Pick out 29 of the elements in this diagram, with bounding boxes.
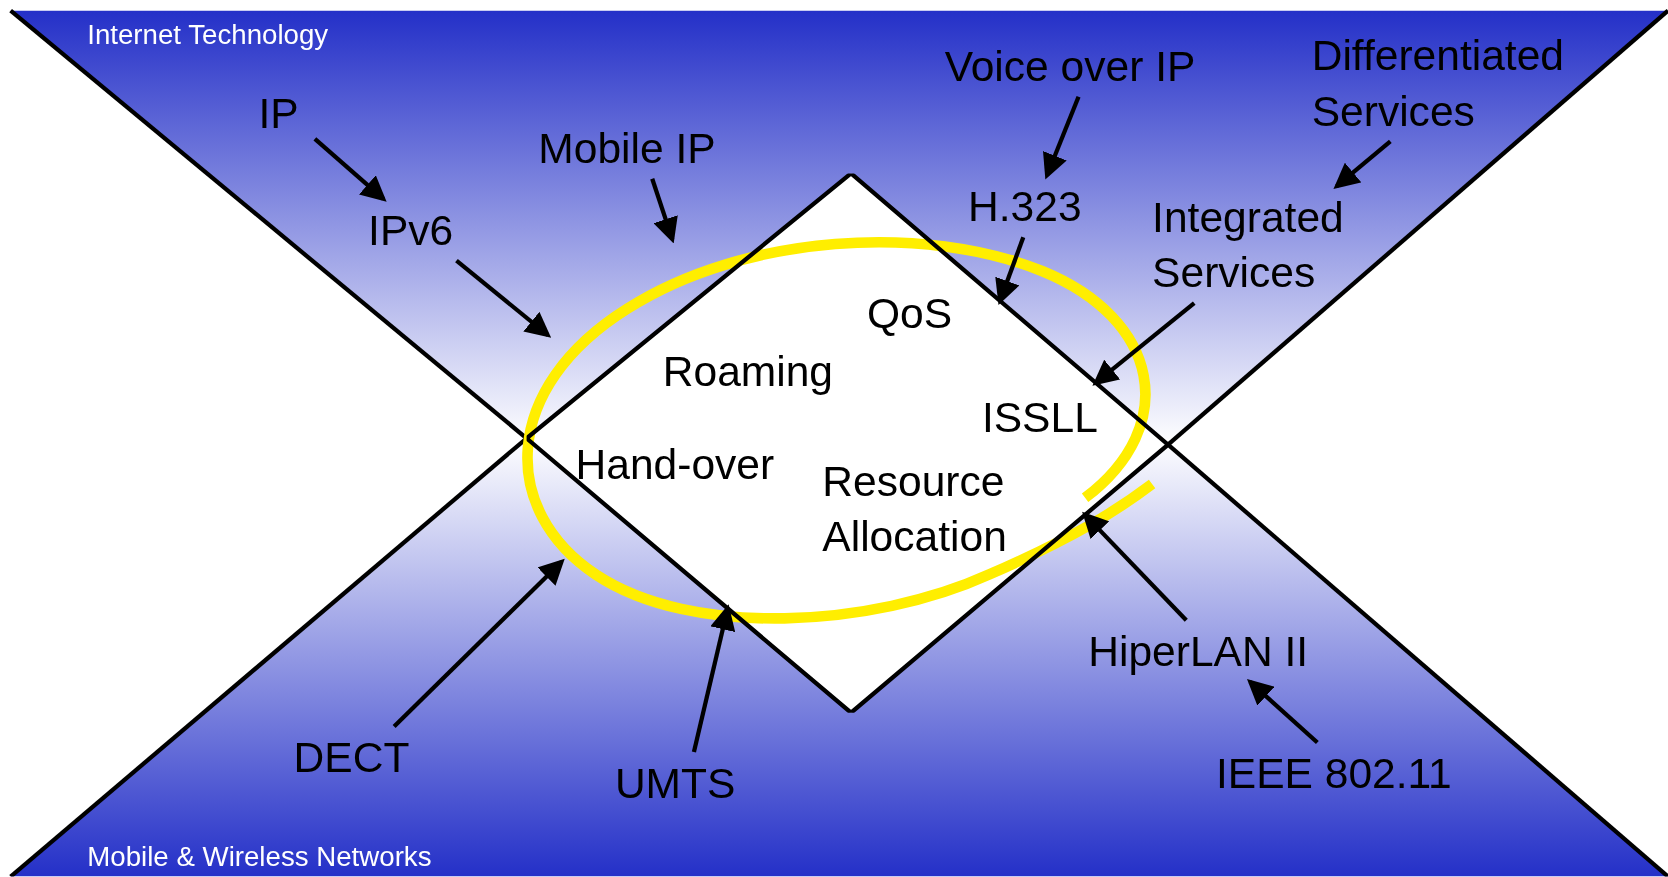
arrow — [392, 558, 565, 729]
topic-label: HiperLAN II — [1088, 623, 1344, 679]
band-title: Internet Technology — [87, 17, 329, 52]
topic-label: IEEE 802.11 — [1215, 745, 1488, 802]
topic-label: H.323 — [968, 178, 1102, 235]
topic-label: Mobile IP — [538, 120, 746, 176]
arrow — [1333, 139, 1392, 189]
concept-label: ISSLL — [981, 392, 1099, 443]
arrow — [1246, 679, 1319, 745]
arrow — [691, 604, 736, 753]
concept-label: Roaming — [662, 346, 835, 397]
arrow — [650, 178, 678, 244]
topic-label: DECT — [293, 729, 432, 786]
concept-label: QoS — [867, 288, 954, 339]
concept-label: Resource Allocation — [822, 456, 1008, 562]
arrow — [1043, 96, 1081, 180]
arrow — [1092, 301, 1196, 386]
topic-label: Integrated Services — [1152, 189, 1381, 300]
topic-label: IPv6 — [368, 202, 470, 258]
arrow — [313, 137, 387, 202]
arrow — [455, 258, 552, 338]
band-title: Mobile & Wireless Networks — [87, 839, 432, 874]
concept-label: Hand-over — [575, 439, 776, 490]
arrow — [1082, 511, 1188, 622]
topic-label: Differentiated Services — [1311, 27, 1610, 139]
topic-label: IP — [258, 85, 312, 141]
topic-label: UMTS — [614, 755, 759, 811]
topic-label: Voice over IP — [944, 38, 1238, 94]
arrow — [995, 236, 1026, 306]
